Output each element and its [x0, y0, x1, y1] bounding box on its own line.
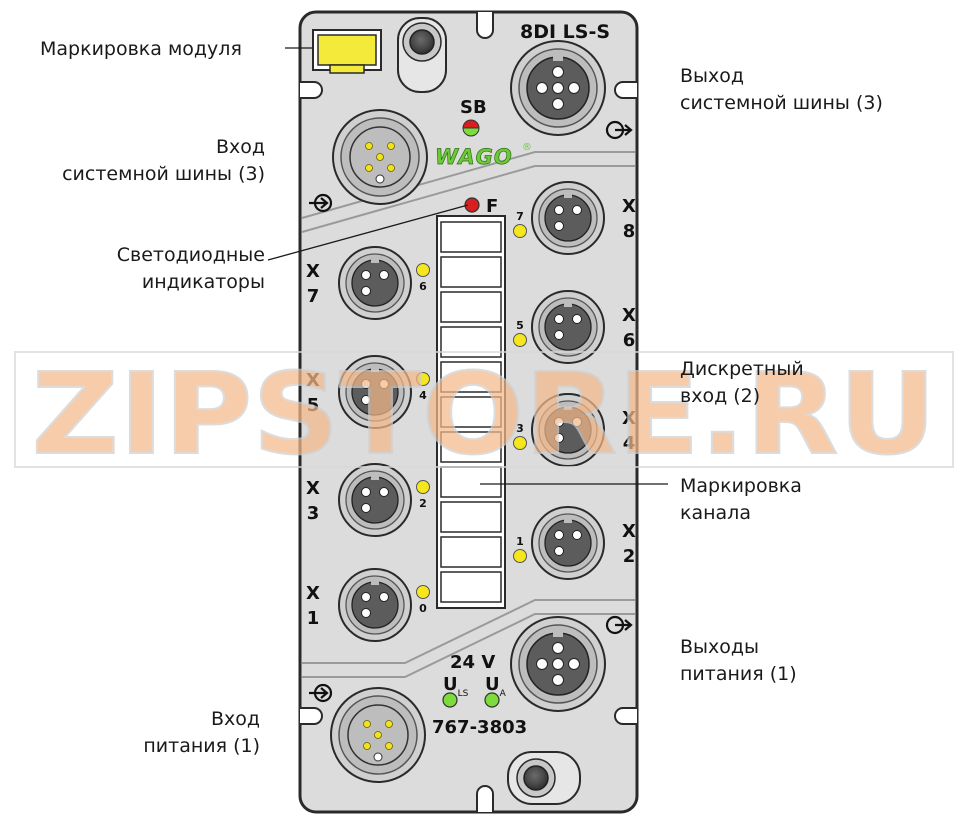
housing-partitions: [301, 151, 635, 678]
channel-number-x1: 1: [307, 608, 320, 629]
channel-led-number-6: 6: [419, 280, 427, 293]
channel-marker-slot: [440, 361, 502, 393]
channel-letter-x6: X: [622, 305, 636, 326]
module-marker: [312, 29, 382, 74]
sb-led: [462, 119, 480, 137]
top-screw: [397, 17, 447, 93]
power-out-arrow-icon: [605, 615, 633, 635]
channel-marker-slot: [440, 396, 502, 428]
leader-lines: [267, 47, 668, 485]
channel-led-1: [513, 549, 527, 563]
channel-letter-x5: X: [306, 370, 320, 391]
channel-connector-x5: [338, 355, 412, 429]
channel-letter-x3: X: [306, 478, 320, 499]
channel-led-6: [416, 263, 430, 277]
bus-output-connector: [510, 40, 606, 136]
channel-marker-slot: [440, 466, 502, 498]
power-input-connector: [330, 687, 426, 783]
u-a-label: UA: [485, 674, 507, 699]
channel-marking-strip: [436, 215, 506, 609]
f-led: [464, 197, 480, 213]
label-module-marking: Маркировка модуля: [40, 38, 242, 60]
channel-marker-slot: [440, 431, 502, 463]
bus-out-arrow-icon: [605, 120, 633, 140]
u-a-led: [484, 692, 500, 708]
channel-connector-x1: [338, 568, 412, 642]
channel-led-number-1: 1: [516, 535, 524, 548]
voltage-label: 24 V: [450, 652, 495, 673]
channel-connector-x4: [531, 393, 605, 467]
svg-text:ZIPSTORE.RU: ZIPSTORE.RU: [32, 350, 937, 480]
channel-led-number-4: 4: [419, 389, 427, 402]
channel-marker-slot: [440, 256, 502, 288]
channel-letter-x2: X: [622, 521, 636, 542]
channel-marker-slot: [440, 536, 502, 568]
channel-led-3: [513, 436, 527, 450]
channel-led-number-2: 2: [419, 497, 427, 510]
channel-connector-x3: [338, 463, 412, 537]
mounting-slots: [300, 12, 637, 812]
channel-led-7: [513, 224, 527, 238]
channel-connector-x7: [338, 246, 412, 320]
channel-led-4: [416, 372, 430, 386]
sb-led-label: SB: [460, 97, 487, 118]
channel-led-0: [416, 585, 430, 599]
wago-logo: WAGO: [435, 145, 513, 169]
channel-led-number-3: 3: [516, 422, 524, 435]
article-number: 767-3803: [432, 717, 527, 738]
channel-led-number-5: 5: [516, 319, 524, 332]
channel-marker-slot: [440, 291, 502, 323]
channel-marker-slot: [440, 501, 502, 533]
channel-number-x2: 2: [623, 546, 636, 567]
channel-connector-x2: [531, 506, 605, 580]
channel-led-5: [513, 333, 527, 347]
bottom-screw: [507, 751, 581, 805]
channel-led-number-0: 0: [419, 602, 427, 615]
channel-marker-slot: [440, 571, 502, 603]
channel-letter-x8: X: [622, 196, 636, 217]
channel-letter-x7: X: [306, 261, 320, 282]
bus-in-arrow-icon: [309, 193, 333, 213]
module-name: 8DI LS-S: [520, 21, 610, 43]
u-ls-label: ULS: [443, 674, 469, 699]
channel-number-x5: 5: [307, 395, 320, 416]
channel-connector-x8: [531, 181, 605, 255]
u-ls-led: [442, 692, 458, 708]
channel-led-2: [416, 480, 430, 494]
power-in-arrow-icon: [309, 683, 333, 703]
channel-number-x6: 6: [623, 330, 636, 351]
f-led-label: F: [486, 196, 498, 217]
channel-number-x3: 3: [307, 503, 320, 524]
bus-input-connector: [332, 109, 428, 205]
power-output-connector: [510, 616, 606, 712]
channel-number-x4: 4: [623, 433, 636, 454]
channel-letter-x4: X: [622, 408, 636, 429]
channel-number-x7: 7: [307, 286, 320, 307]
channel-number-x8: 8: [623, 221, 636, 242]
channel-letter-x1: X: [306, 583, 320, 604]
channel-marker-slot: [440, 221, 502, 253]
watermark: ZIPSTORE.RU: [14, 349, 954, 481]
channel-led-number-7: 7: [516, 210, 524, 223]
wago-registered-mark: ®: [522, 142, 532, 153]
channel-connector-x6: [531, 290, 605, 364]
